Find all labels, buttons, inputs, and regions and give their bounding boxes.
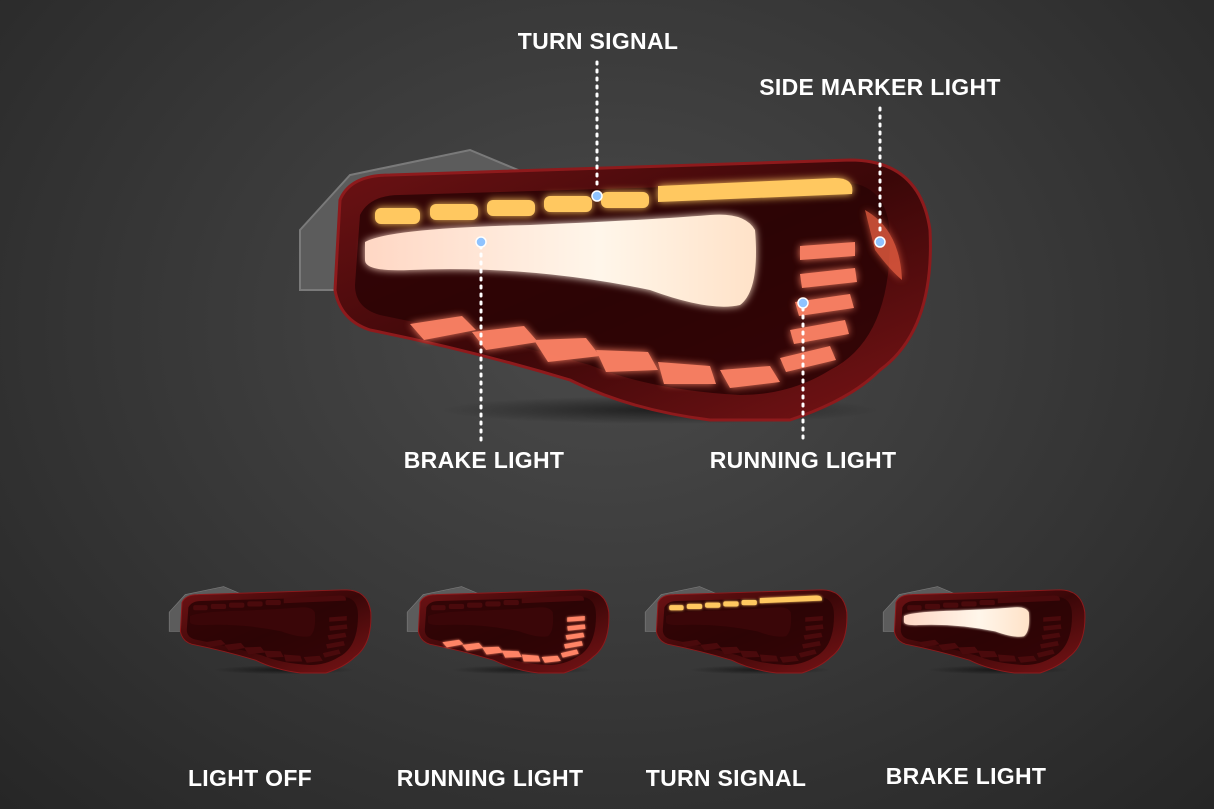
state-light-off [168,586,372,675]
running-light-label: RUNNING LIGHT [709,447,897,473]
side-marker-dot [874,236,886,248]
callout-dots [475,190,886,309]
state-label: BRAKE LIGHT [885,763,1047,789]
state-label: LIGHT OFF [187,765,313,791]
turn-signal-dot [591,190,603,202]
turn-signal-label: TURN SIGNAL [517,28,679,54]
state-running-light [406,586,610,675]
state-label: RUNNING LIGHT [396,765,584,791]
running-dot [797,297,809,309]
callout-leaders [479,60,882,442]
brake-dot [475,236,487,248]
state-brake-light [882,586,1086,675]
state-turn-signal [644,586,848,675]
main-taillight [298,148,932,424]
state-label: TURN SIGNAL [645,765,807,791]
side-marker-label: SIDE MARKER LIGHT [759,74,1001,100]
brake-light-label: BRAKE LIGHT [403,447,565,473]
